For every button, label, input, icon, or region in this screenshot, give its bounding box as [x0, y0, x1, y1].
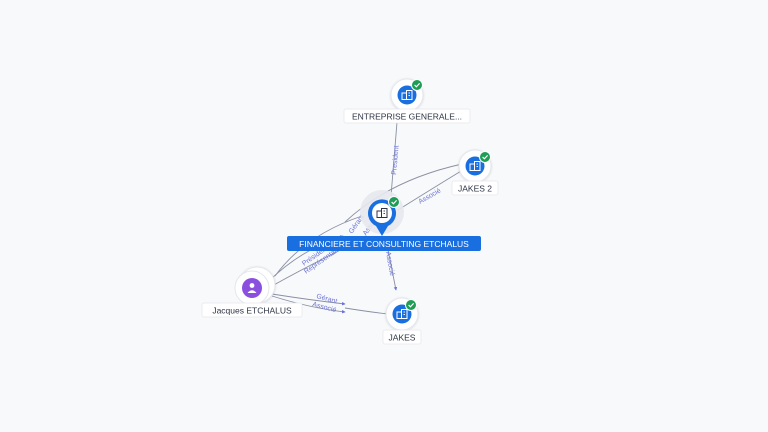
node-entreprise[interactable]: ENTREPRISE GENERALE...	[343, 78, 471, 124]
node-label-entreprise: ENTREPRISE GENERALE...	[352, 112, 462, 122]
edge-jacques-jakes-3[interactable]	[344, 307, 389, 315]
verified-badge-icon	[479, 151, 491, 163]
edge-main-jakes2[interactable]	[397, 167, 467, 211]
building-icon	[376, 208, 388, 218]
edge-main-jakes[interactable]	[387, 249, 398, 291]
node-jakes[interactable]: JAKES	[382, 297, 422, 345]
node-label-jakes: JAKES	[389, 333, 416, 343]
verified-badge-icon	[405, 299, 417, 311]
building-icon	[401, 90, 413, 100]
verified-badge-icon	[388, 196, 400, 208]
edge-label-associe-jakes: Associé	[384, 251, 395, 276]
building-icon	[469, 161, 481, 171]
edge-main-jakes2-upper[interactable]	[344, 163, 463, 223]
edge-main-entreprise[interactable]	[390, 109, 400, 197]
edge-jacques-jakes-2[interactable]	[271, 295, 346, 314]
person-node-circle	[242, 278, 262, 298]
edge-label-president: President	[391, 145, 401, 175]
edge-jacques-jakes-1[interactable]	[271, 293, 346, 306]
node-jacques[interactable]: Jacques ETCHALUS	[201, 266, 303, 318]
verified-badge-icon	[411, 79, 423, 91]
node-label-jakes2: JAKES 2	[458, 184, 492, 194]
person-icon	[247, 283, 257, 293]
node-label-main: FINANCIERE ET CONSULTING ETCHALUS	[299, 239, 469, 249]
node-jakes2[interactable]: JAKES 2	[451, 149, 499, 196]
node-main[interactable]: FINANCIERE ET CONSULTING ETCHALUS	[287, 190, 481, 251]
building-icon	[396, 309, 408, 319]
node-label-jacques: Jacques ETCHALUS	[212, 306, 292, 316]
